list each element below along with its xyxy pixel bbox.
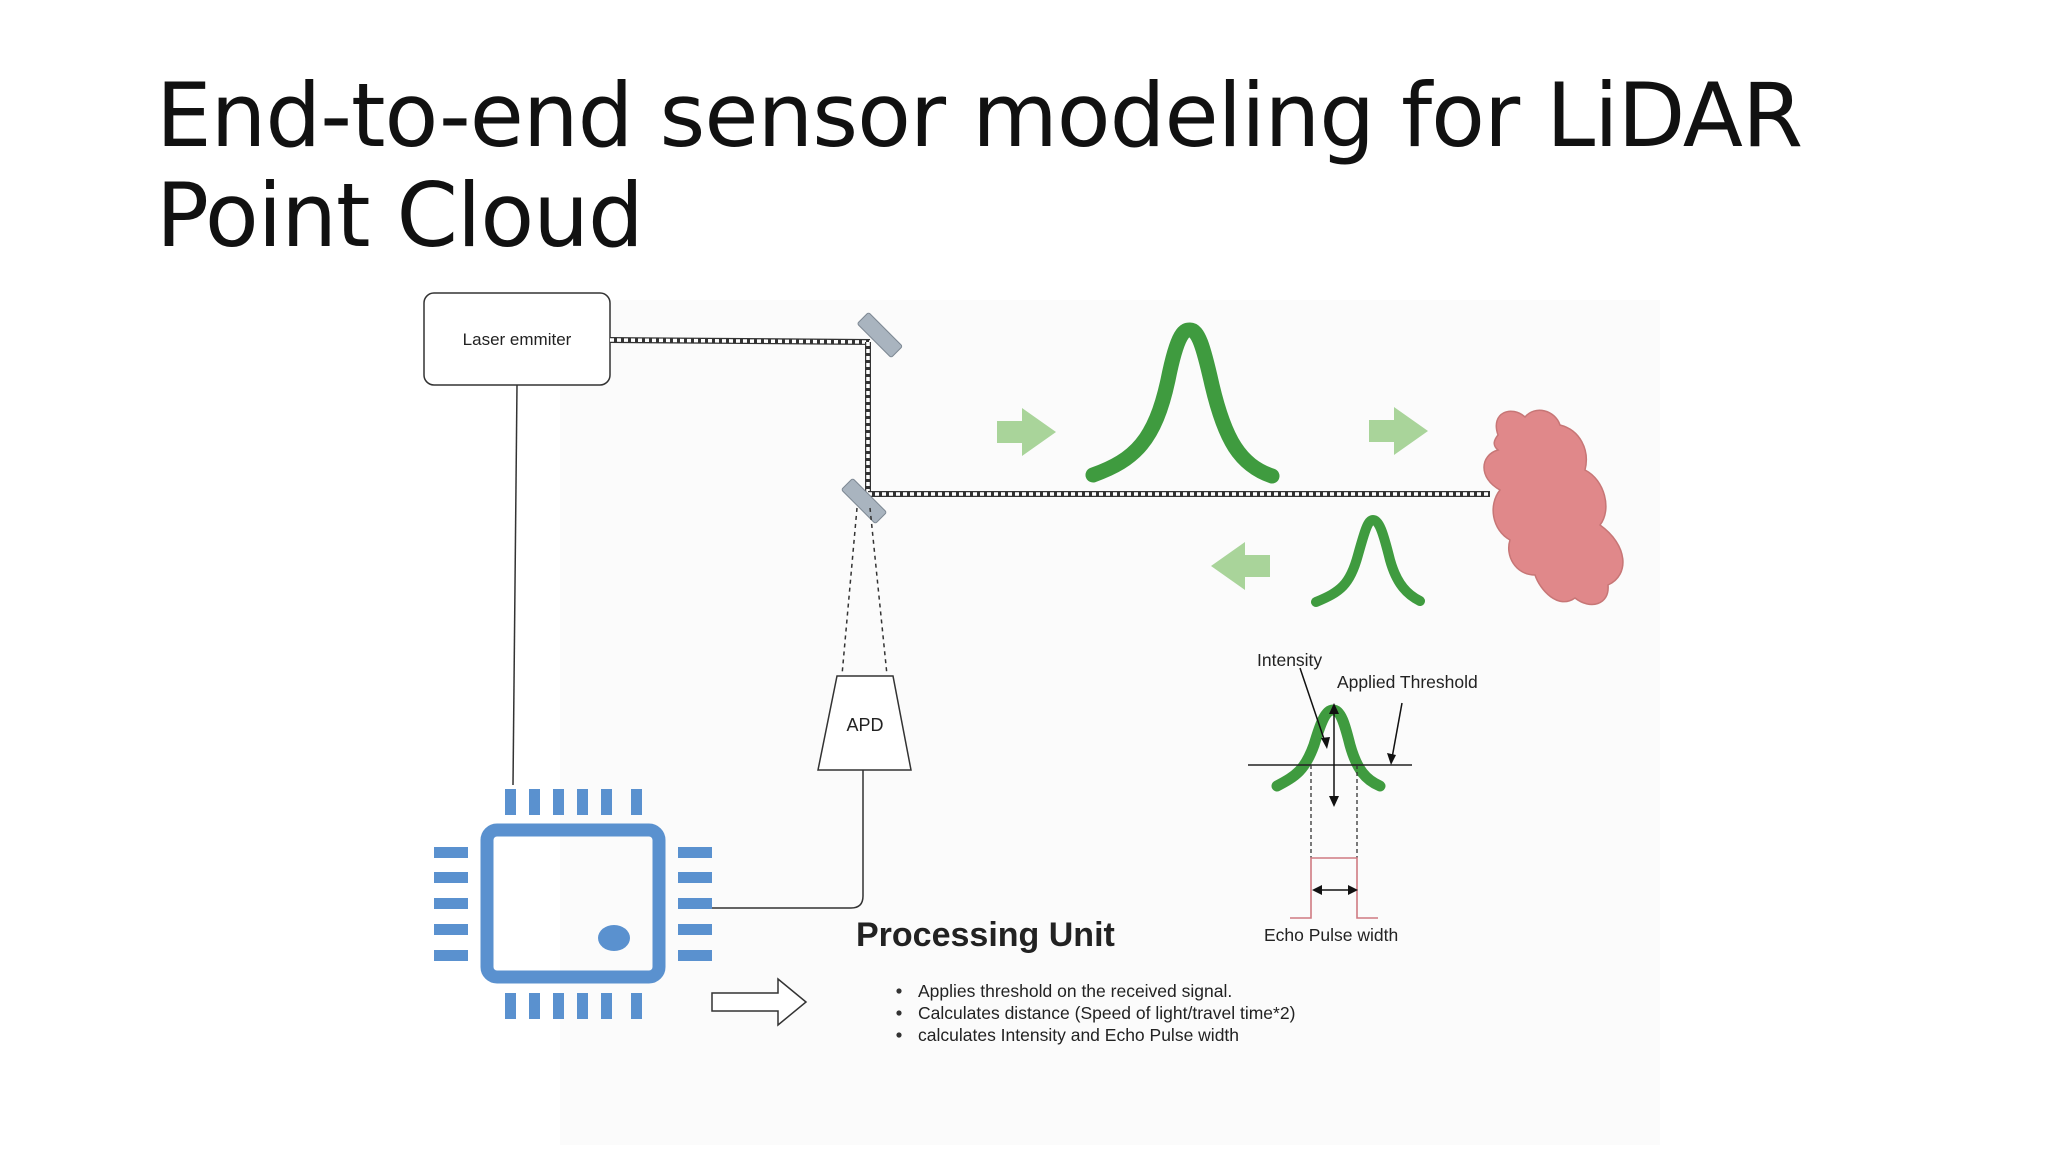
slide-title: End-to-end sensor modeling for LiDAR Poi…: [156, 66, 1956, 266]
title-line-1: End-to-end sensor modeling for LiDAR: [156, 64, 1803, 167]
outgoing-arrow-right: [1369, 407, 1428, 455]
pulse-threshold-chart: Intensity Applied Threshold Echo Pulse w…: [1248, 650, 1478, 945]
apd-label: APD: [846, 715, 883, 735]
processing-unit-title: Processing Unit: [856, 916, 1115, 954]
threshold-label: Applied Threshold: [1337, 672, 1478, 692]
return-arrow: [1211, 542, 1270, 590]
chip-icon: [434, 789, 712, 1019]
outgoing-arrow-left: [997, 408, 1056, 456]
return-pulse: [1311, 514, 1425, 607]
apd-chip-wire: [712, 770, 864, 909]
processing-bullet-1: Applies threshold on the received signal…: [918, 981, 1232, 1001]
echo-pulse-label: Echo Pulse width: [1264, 925, 1398, 945]
mirror-icon: [857, 312, 903, 358]
processing-bullet-3: calculates Intensity and Echo Pulse widt…: [918, 1025, 1239, 1045]
cloud-target-icon: [1483, 409, 1624, 606]
right-arrow-icon: [711, 977, 808, 1027]
title-line-2: Point Cloud: [156, 164, 644, 267]
processing-bullets: Applies threshold on the received signal…: [896, 981, 1295, 1045]
apd-detector: APD: [817, 675, 912, 771]
laser-emitter: Laser emmiter: [423, 292, 611, 386]
intensity-label: Intensity: [1257, 650, 1322, 670]
laser-emitter-label: Laser emmiter: [463, 330, 572, 349]
receive-cone: [841, 507, 888, 676]
echo-pulse-square: [1290, 857, 1378, 919]
laser-chip-wire: [512, 384, 518, 786]
laser-beam: [609, 337, 1490, 497]
outgoing-pulse: [1085, 322, 1280, 484]
mirror-icon: [841, 478, 887, 524]
processing-bullet-2: Calculates distance (Speed of light/trav…: [918, 1003, 1295, 1023]
